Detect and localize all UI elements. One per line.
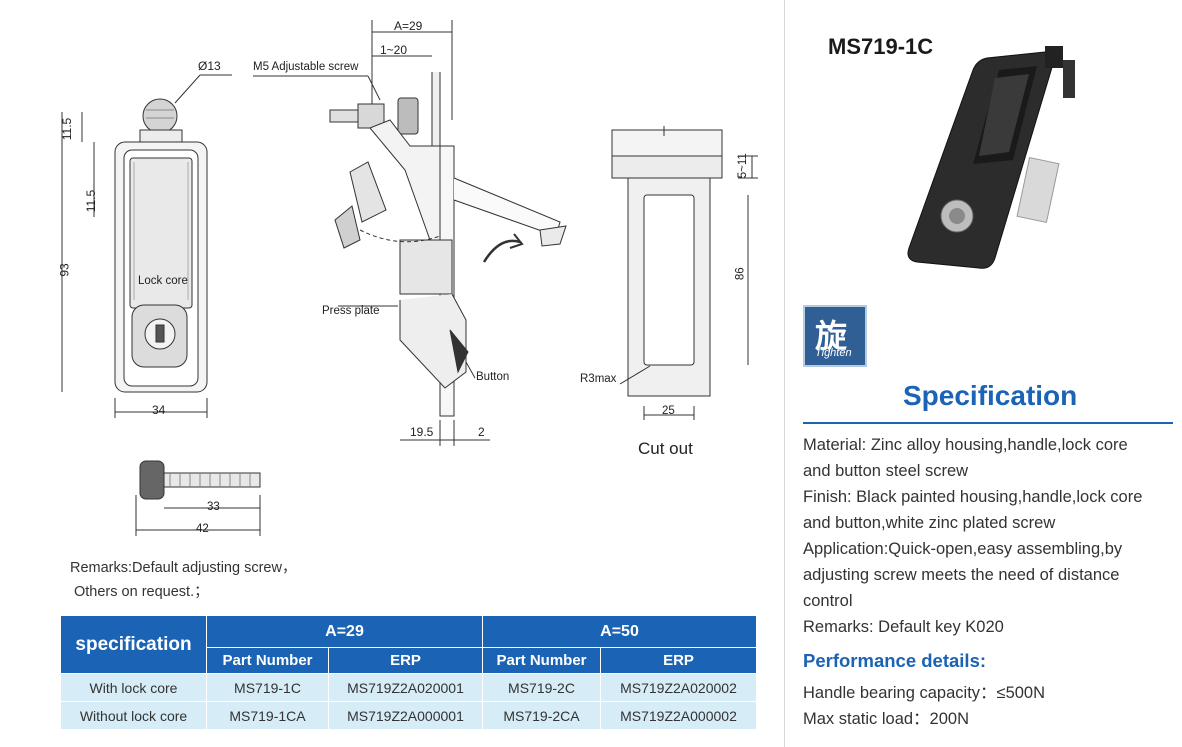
dim-offset-195: 19.5 [410,425,434,439]
table-row: Without lock core MS719-1CA MS719Z2A0000… [60,701,757,730]
label-cut-out: Cut out [638,439,693,458]
perf-line: Handle bearing capacity：≤500N [803,684,1046,702]
label-button: Button [476,371,510,383]
dim-total-height: 93 [57,263,72,277]
tighten-badge: 旋 Tighten [803,305,867,367]
spec-body: Material: Zinc alloy housing,handle,lock… [803,432,1178,640]
table-col-part-2: Part Number [482,647,601,674]
row-part-a29: MS719-1C [206,673,329,702]
spec-table: specification A=29 A=50 Part Number ERP … [60,615,757,730]
product-photo [907,46,1075,269]
spec-line: and button,white zinc plated screw [803,514,1056,532]
performance-title: Performance details: [803,650,987,671]
perf-line: Max static load：200N [803,710,969,728]
dim-cut-width: 25 [662,405,675,417]
dim-cut-top: 5~11 [736,153,749,179]
dim-range: 1~20 [380,43,408,57]
model-title: MS719-1C [828,34,934,59]
table-corner: specification [60,615,207,674]
table-col-erp-1: ERP [328,647,483,674]
drawing-svg [61,20,758,536]
column-divider [784,0,785,747]
dim-screw-thread: 33 [207,501,220,513]
label-press-plate: Press plate [322,305,380,317]
spec-divider [803,422,1173,424]
remarks-line-2: Others on request.； [74,584,209,600]
table-group-a29: A=29 [206,615,483,648]
table-group-a50: A=50 [482,615,757,648]
row-erp-a29: MS719Z2A020001 [328,673,483,702]
row-erp-a50: MS719Z2A020002 [600,673,757,702]
tighten-label: Tighten [815,347,852,359]
spec-line: and button steel screw [803,462,969,480]
dim-height-top: 11.5 [60,117,75,141]
row-part-a29: MS719-1CA [206,701,329,730]
row-part-a50: MS719-2C [482,673,601,702]
press-plate-shape [399,239,453,295]
row-label: With lock core [60,673,207,702]
dim-height-upper: 11.5 [84,189,99,213]
performance-body: Handle bearing capacity：≤500N Max static… [803,680,1045,732]
dim-diameter: Ø13 [198,59,221,73]
technical-drawing: Ø13 11.5 11.5 93 34 Lock core A=29 1~20 … [57,19,758,536]
spec-line: Application:Quick-open,easy assembling,b… [803,540,1123,558]
table-row: With lock core MS719-1C MS719Z2A020001 M… [60,673,757,702]
table-col-part-1: Part Number [206,647,329,674]
row-label: Without lock core [60,701,207,730]
label-m5-screw: M5 Adjustable screw [253,61,359,73]
dim-a-value: A=29 [394,19,423,33]
table-col-erp-2: ERP [600,647,757,674]
row-erp-a50: MS719Z2A000002 [600,701,757,730]
label-lock-core: Lock core [138,275,188,287]
dim-offset-2: 2 [478,425,485,439]
row-part-a50: MS719-2CA [482,701,601,730]
dim-cut-radius: R3max [580,373,617,385]
dim-cut-height: 86 [734,267,747,281]
key-knob [142,98,178,134]
remarks-line-1: Remarks:Default adjusting screw， [70,560,297,576]
dim-screw-total: 42 [196,523,209,535]
spec-title: Specification [903,380,1078,411]
tighten-icon: 旋 [815,318,848,354]
spec-line: Material: Zinc alloy housing,handle,lock… [803,436,1128,454]
row-erp-a29: MS719Z2A000001 [328,701,483,730]
spec-line: Remarks: Default key K020 [803,618,1004,636]
spec-line: control [803,592,853,610]
remarks: Remarks:Default adjusting screw， Others … [70,556,296,604]
dim-width: 34 [152,403,166,417]
spec-line: Finish: Black painted housing,handle,loc… [803,488,1143,506]
spec-line: adjusting screw meets the need of distan… [803,566,1120,584]
